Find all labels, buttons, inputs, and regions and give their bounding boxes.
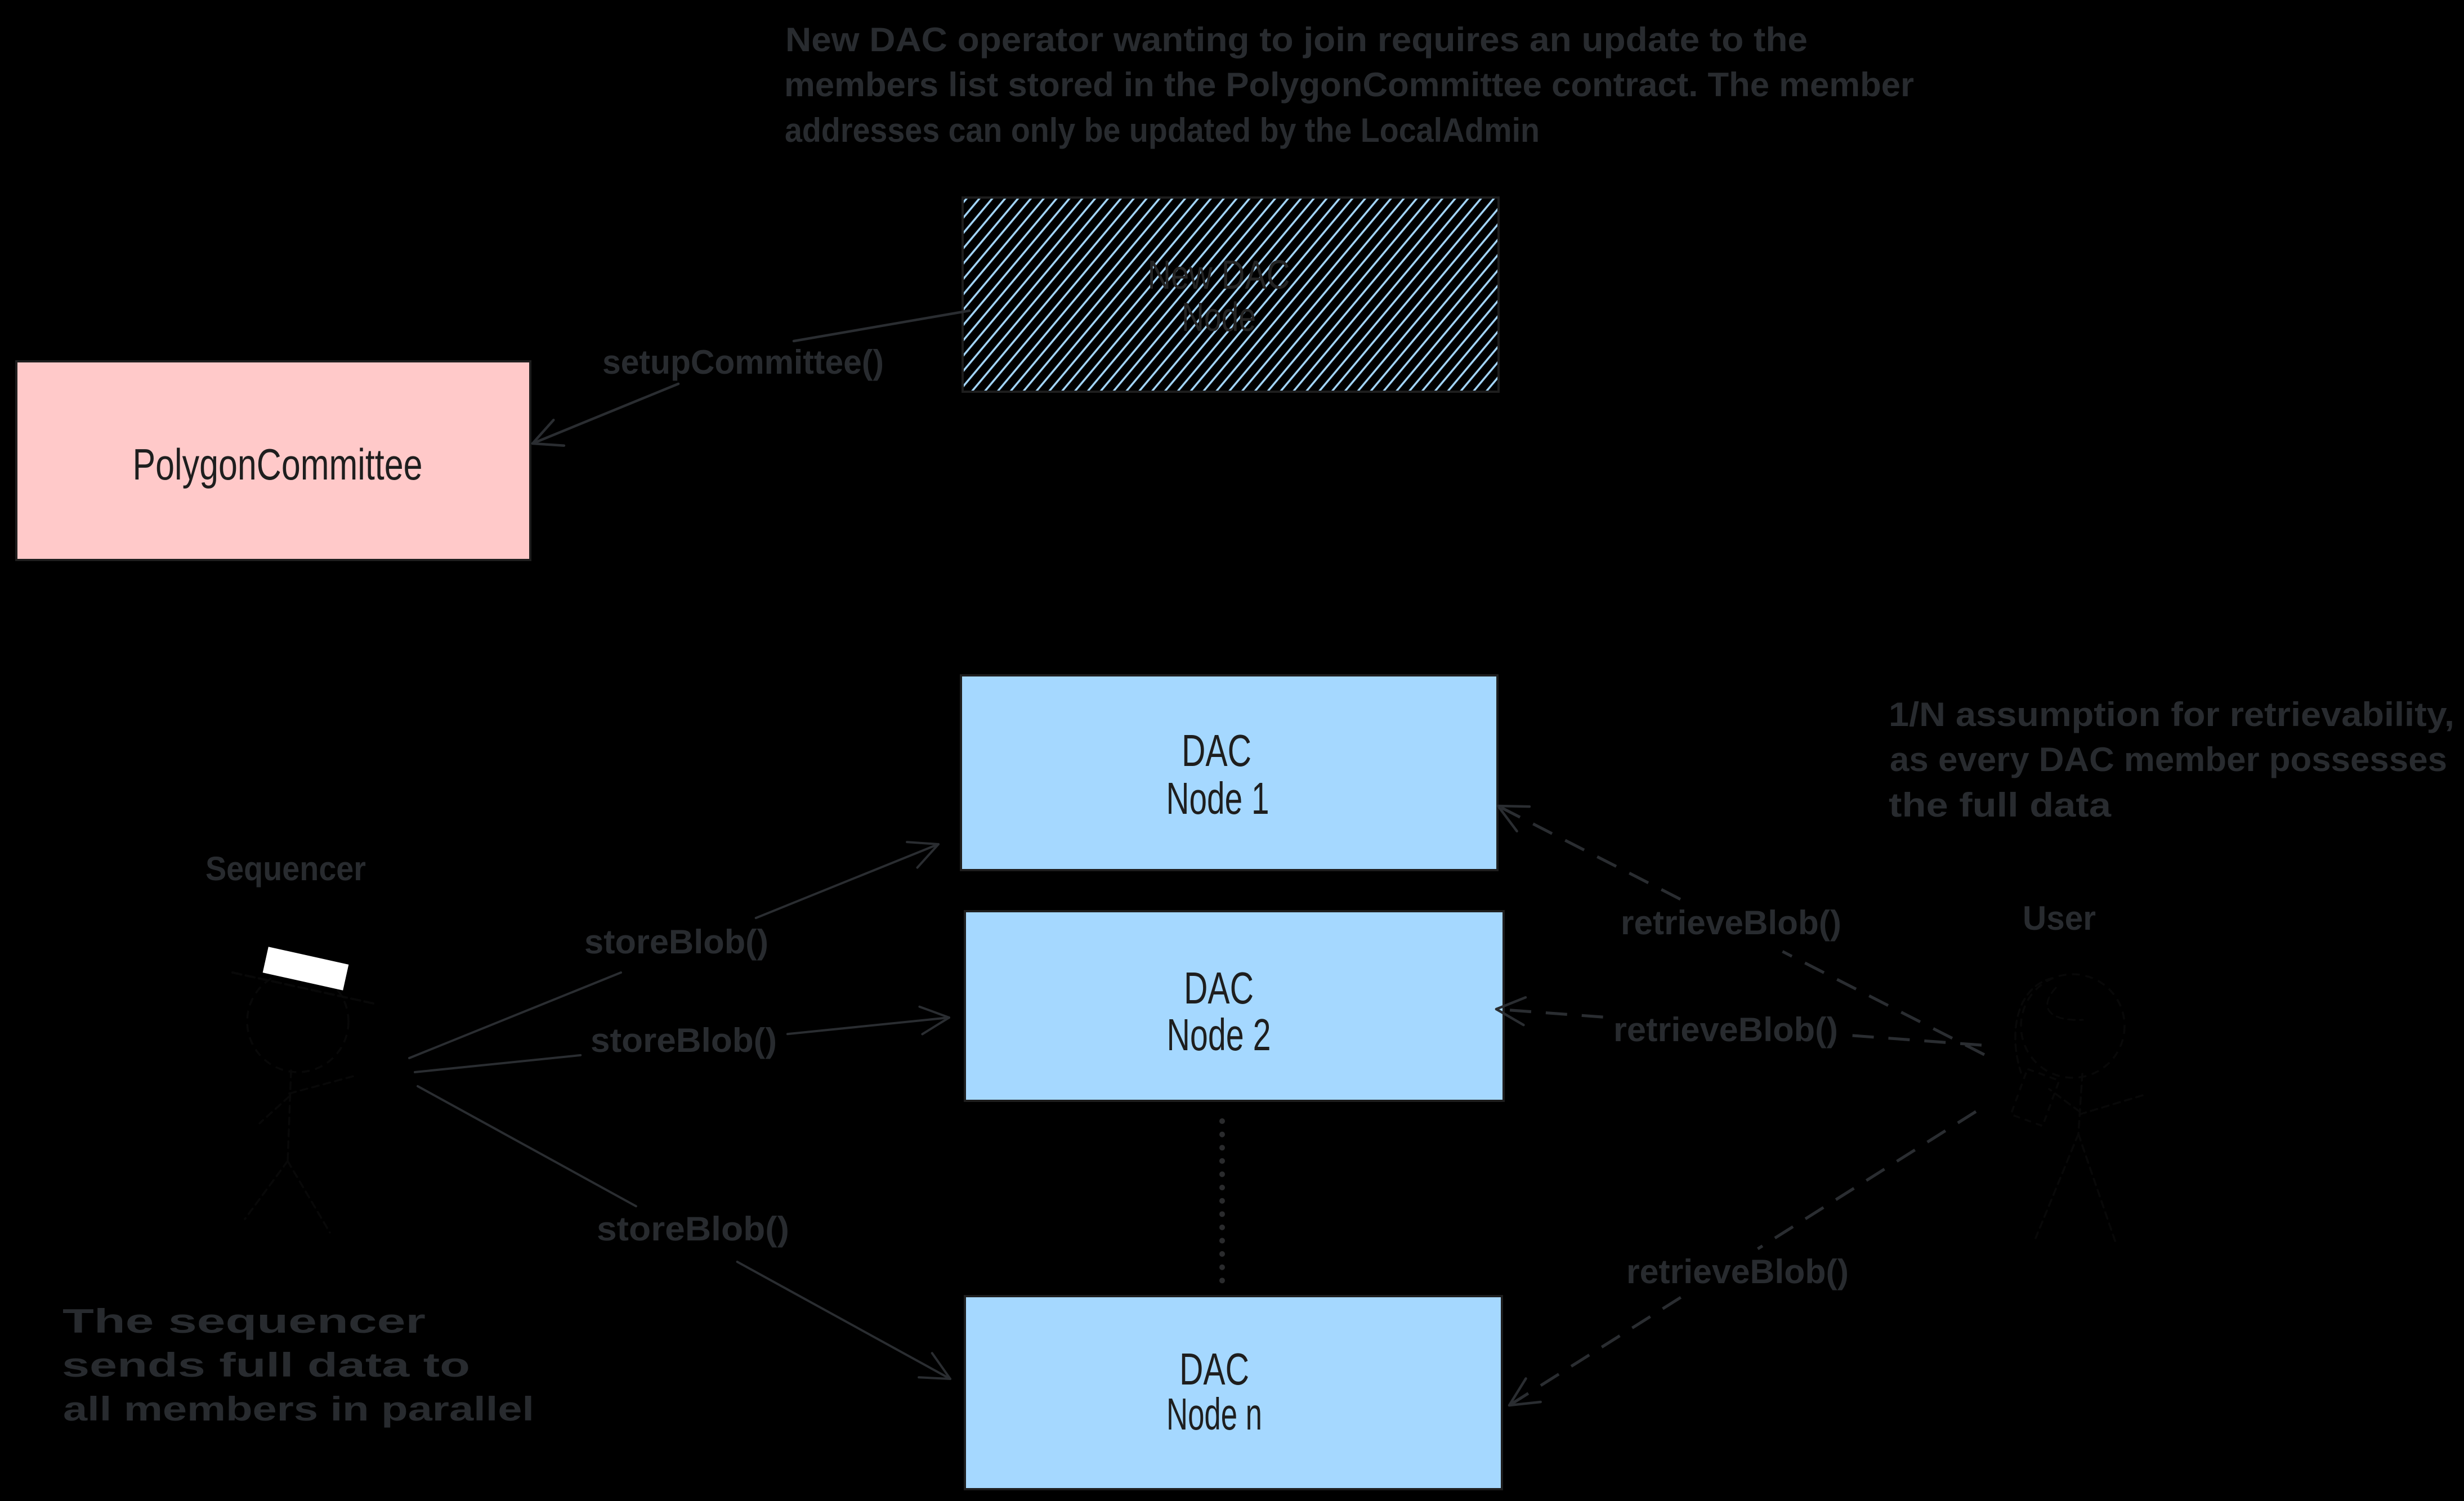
svg-text:PolygonCommittee: PolygonCommittee	[133, 440, 423, 489]
svg-text:New DAC operator wanting to jo: New DAC operator wanting to join require…	[785, 21, 1808, 59]
svg-text:New DAC: New DAC	[1148, 253, 1290, 298]
svg-text:the full data: the full data	[1889, 786, 2112, 824]
svg-text:members list stored in the Pol: members list stored in the PolygonCommit…	[784, 66, 1914, 104]
svg-text:DAC: DAC	[1184, 963, 1254, 1013]
svg-text:Node: Node	[1182, 295, 1256, 340]
svg-text:Node n: Node n	[1166, 1389, 1262, 1439]
svg-text:The sequencer: The sequencer	[62, 1302, 426, 1340]
svg-text:DAC: DAC	[1179, 1344, 1249, 1394]
svg-text:Sequencer: Sequencer	[205, 850, 366, 888]
svg-text:storeBlob(): storeBlob()	[584, 923, 768, 961]
svg-text:1/N assumption for retrievabil: 1/N assumption for retrievability,	[1889, 696, 2454, 733]
svg-text:retrieveBlob(): retrieveBlob()	[1613, 1011, 1838, 1049]
svg-text:addresses can only be updated: addresses can only be updated by the Loc…	[785, 111, 1540, 149]
svg-text:as every DAC member possesses: as every DAC member possesses	[1890, 741, 2447, 778]
svg-text:Node 1: Node 1	[1166, 773, 1269, 823]
svg-text:setupCommittee(): setupCommittee()	[602, 343, 884, 381]
svg-text:retrieveBlob(): retrieveBlob()	[1626, 1253, 1849, 1291]
svg-text:sends full data to: sends full data to	[62, 1346, 470, 1384]
svg-text:User: User	[2023, 899, 2096, 937]
svg-text:storeBlob(): storeBlob()	[597, 1210, 789, 1248]
svg-text:storeBlob(): storeBlob()	[591, 1021, 777, 1059]
svg-text:all members in parallel: all members in parallel	[63, 1390, 534, 1428]
svg-text:retrieveBlob(): retrieveBlob()	[1621, 904, 1841, 942]
svg-text:Node 2: Node 2	[1167, 1010, 1271, 1060]
svg-text:DAC: DAC	[1182, 725, 1251, 776]
